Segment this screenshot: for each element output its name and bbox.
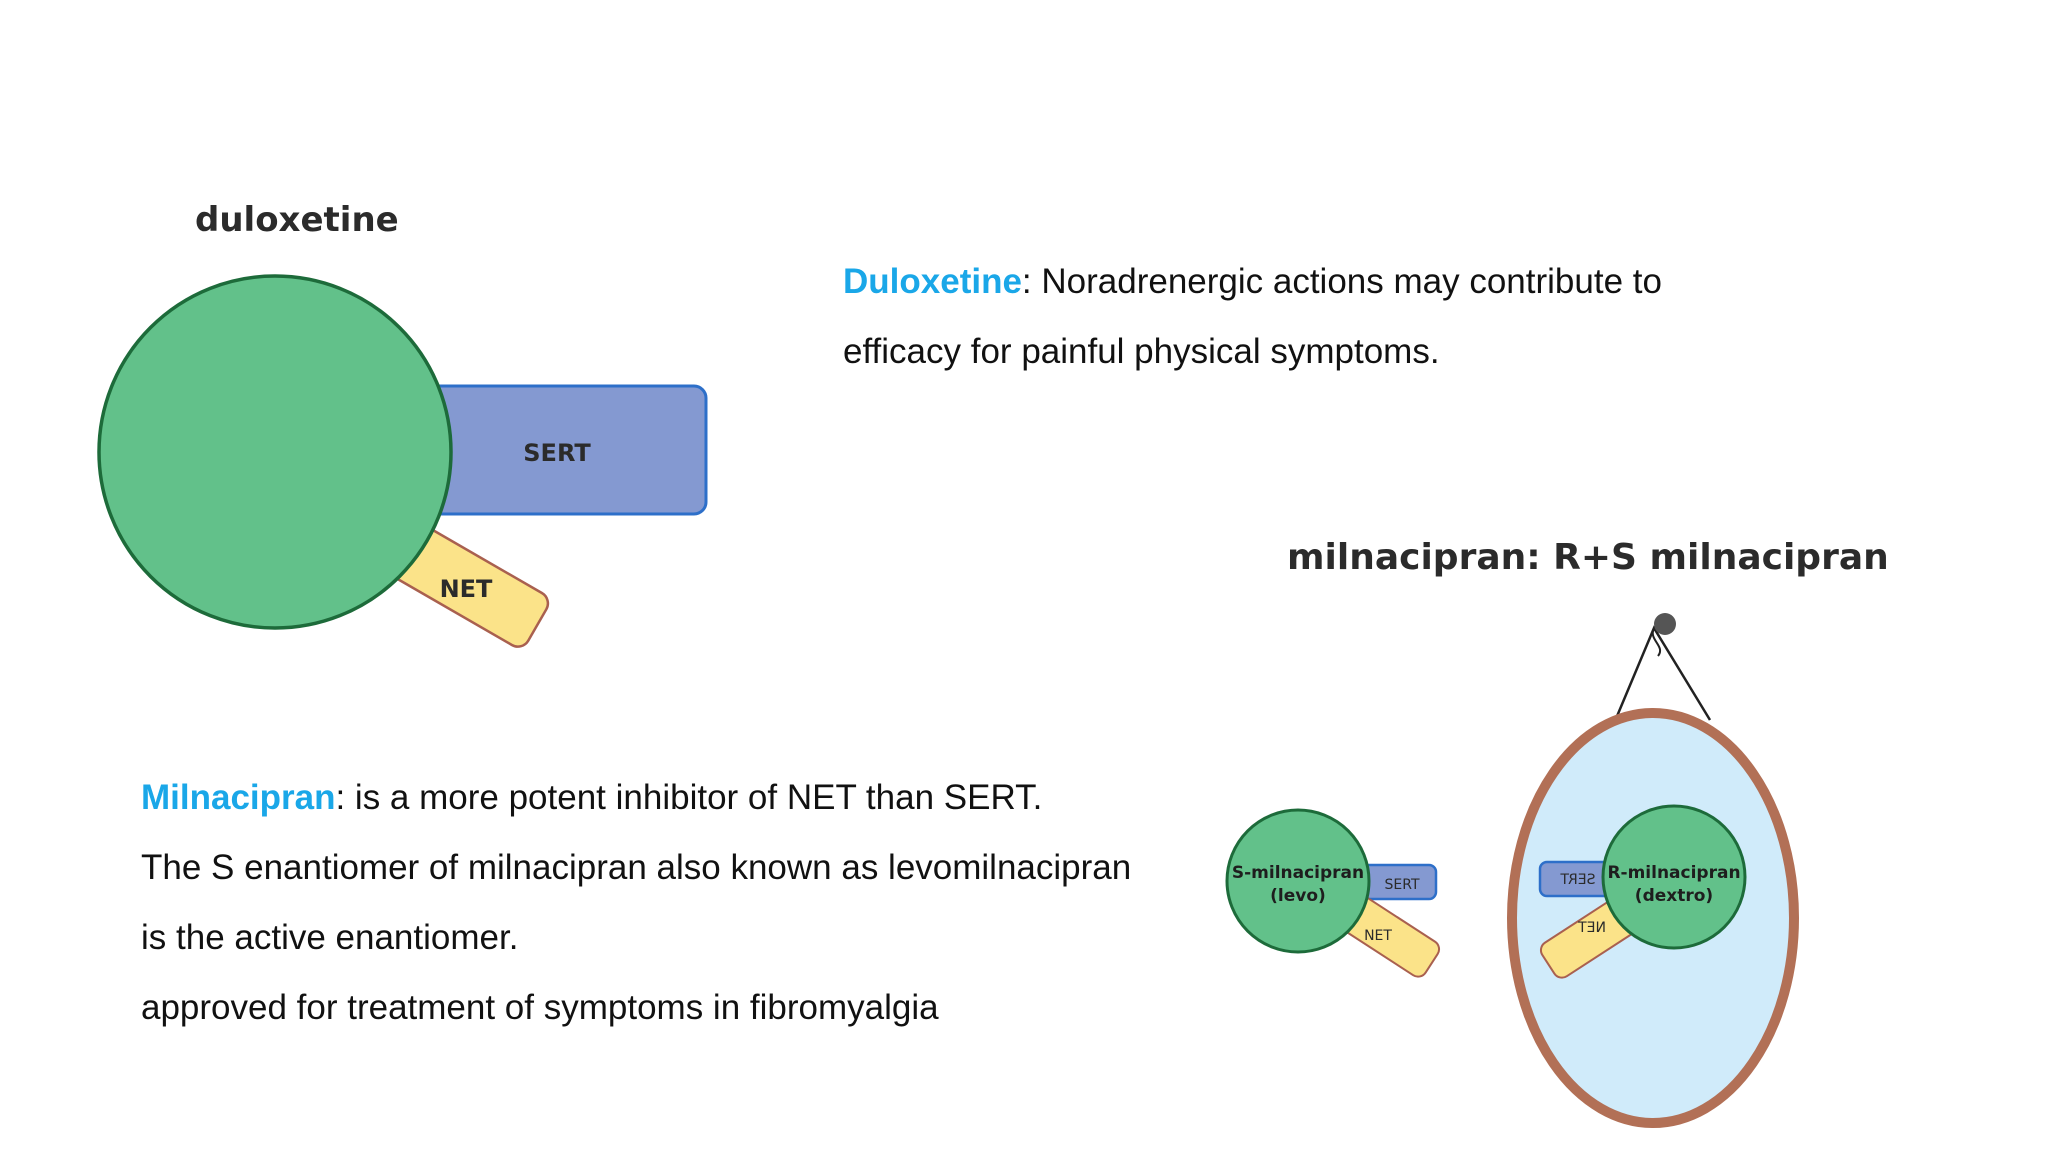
milnacipran-line-3: is the active enantiomer. [141,918,519,957]
duloxetine-sert-label: SERT [523,439,591,467]
duloxetine-diagram-title: duloxetine [195,200,399,240]
duloxetine-line-2: efficacy for painful physical symptoms. [843,332,1440,371]
milnacipran-line-1-text: : is a more potent inhibitor of NET than… [335,778,1043,817]
mirror-hanger-pin [1654,613,1676,635]
r-milnacipran-circle [1601,804,1747,950]
milnacipran-line-4: approved for treatment of symptoms in fi… [141,988,939,1027]
duloxetine-name: Duloxetine [843,262,1022,301]
s-sert-label: SERT [1385,877,1420,893]
mirror-hanger-hook [1651,627,1661,657]
milnacipran-diagram-title: milnacipran: R+S milnacipran [1287,537,1889,578]
r-net-label: NET [1578,920,1606,936]
s-milnacipran-sublabel: (levo) [1270,886,1326,906]
s-milnacipran-label: S-milnacipran [1232,863,1364,883]
s-net-label: NET [1364,928,1392,944]
milnacipran-diagram: SERT NET S-milnacipran (levo) SERT NET R… [1225,613,1799,1128]
duloxetine-diagram: SERT NET [97,274,708,648]
duloxetine-drug-circle [97,274,453,630]
r-sert-label: SERT [1560,872,1595,888]
milnacipran-line-2: The S enantiomer of milnacipran also kno… [141,848,1132,887]
milnacipran-line-1: Milnacipran: is a more potent inhibitor … [141,778,1042,818]
duloxetine-line-1-text: : Noradrenergic actions may contribute t… [1021,262,1662,301]
r-milnacipran-sublabel: (dextro) [1635,886,1713,906]
milnacipran-name: Milnacipran [141,778,336,817]
duloxetine-net-label: NET [440,575,493,603]
duloxetine-line-1: Duloxetine: Noradrenergic actions may co… [843,262,1662,302]
r-milnacipran-label: R-milnacipran [1607,863,1740,883]
s-milnacipran-circle [1225,808,1371,954]
